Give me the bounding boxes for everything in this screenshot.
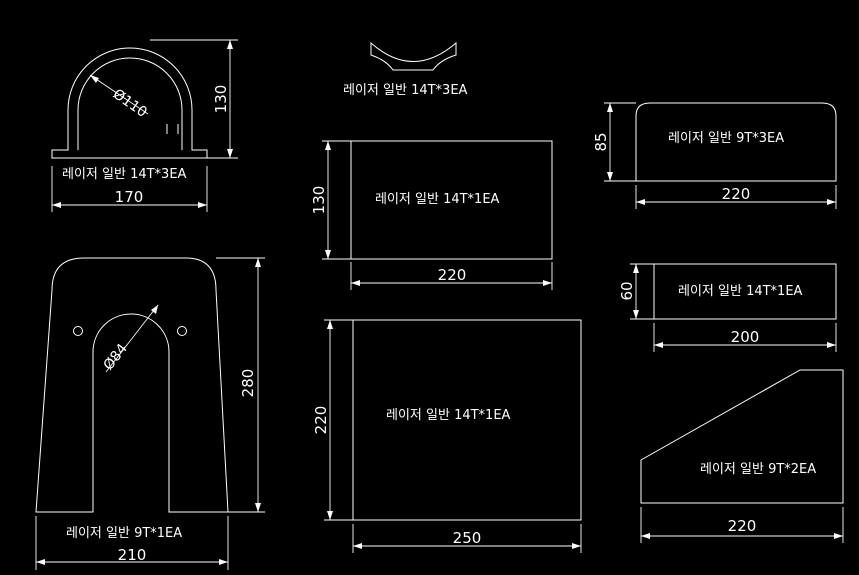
arrowhead bbox=[255, 503, 261, 512]
small-arc-label: 레이저 일반 14T*3EA bbox=[343, 83, 468, 98]
rect-250x220-label: 레이저 일반 14T*1EA bbox=[386, 408, 511, 423]
rect-220x130-label: 레이저 일반 14T*1EA bbox=[375, 192, 500, 207]
arrowhead bbox=[827, 199, 836, 205]
arrowhead bbox=[198, 202, 207, 208]
arrowhead bbox=[219, 559, 228, 565]
rect-200x60-height-label: 60 bbox=[618, 281, 636, 300]
arrowhead bbox=[572, 543, 581, 549]
arrowhead bbox=[151, 305, 158, 314]
saddle-large-hole-left bbox=[73, 326, 83, 336]
rounded-220x85-width-label: 220 bbox=[722, 185, 751, 203]
rect-250x220-height-label: 220 bbox=[312, 406, 330, 435]
arrowhead bbox=[227, 40, 233, 49]
saddle-top-inner-arc bbox=[77, 57, 183, 150]
saddle-top-diameter-leader bbox=[89, 74, 149, 115]
arrowhead bbox=[325, 250, 331, 259]
arrowhead bbox=[351, 280, 360, 286]
rect-250x220-width-label: 250 bbox=[453, 529, 482, 547]
arrowhead bbox=[636, 199, 645, 205]
rounded-220x85-height-label: 85 bbox=[592, 132, 610, 151]
saddle-large-outline bbox=[35, 257, 229, 513]
wedge-220-outline bbox=[640, 369, 844, 504]
arrowhead bbox=[327, 511, 333, 520]
arrowhead bbox=[36, 559, 45, 565]
arrowhead bbox=[834, 533, 843, 539]
saddle-large-width-label: 210 bbox=[118, 546, 147, 564]
wedge-220-width-label: 220 bbox=[728, 517, 757, 535]
part-saddle-top: Ø110 130 레이저 일반 14T*3EA 170 bbox=[51, 39, 238, 212]
arrowhead bbox=[543, 280, 552, 286]
saddle-large-hole-right bbox=[177, 326, 187, 336]
part-rect-220x130: 레이저 일반 14T*1EA 130 220 bbox=[310, 140, 553, 290]
arrowhead bbox=[633, 264, 639, 273]
arrowhead bbox=[641, 533, 650, 539]
part-saddle-large: Ø84 280 레이저 일반 9T*1EA 210 bbox=[35, 257, 265, 570]
saddle-top-width-label: 170 bbox=[115, 188, 144, 206]
arrowhead bbox=[633, 310, 639, 319]
saddle-large-label: 레이저 일반 9T*1EA bbox=[66, 526, 182, 541]
arrowhead bbox=[607, 103, 613, 112]
saddle-large-diameter-leader bbox=[105, 304, 159, 373]
rect-200x60-outline bbox=[653, 263, 837, 320]
arrowhead bbox=[227, 149, 233, 158]
arrowhead bbox=[90, 75, 99, 83]
rect-220x130-outline bbox=[350, 140, 553, 260]
rect-250x220-outline bbox=[352, 319, 582, 521]
part-rounded-220x85: 레이저 일반 9T*3EA 85 220 bbox=[592, 102, 837, 209]
arrowhead bbox=[325, 141, 331, 150]
rect-220x130-width-label: 220 bbox=[438, 266, 467, 284]
rounded-220x85-outline bbox=[635, 102, 837, 182]
saddle-large-height-label: 280 bbox=[239, 369, 257, 398]
arrowhead bbox=[255, 258, 261, 267]
arrowhead bbox=[827, 342, 836, 348]
part-small-arc: 레이저 일반 14T*3EA bbox=[343, 41, 468, 98]
rect-200x60-width-label: 200 bbox=[731, 328, 760, 346]
rect-200x60-label: 레이저 일반 14T*1EA bbox=[678, 284, 803, 299]
rect-220x130-height-label: 130 bbox=[310, 186, 328, 215]
small-arc-outline bbox=[370, 41, 457, 71]
part-rect-250x220: 레이저 일반 14T*1EA 220 250 bbox=[312, 319, 582, 553]
arrowhead bbox=[52, 202, 61, 208]
arrowhead bbox=[327, 320, 333, 329]
rounded-220x85-label: 레이저 일반 9T*3EA bbox=[668, 131, 784, 146]
saddle-top-outline bbox=[51, 47, 208, 159]
part-wedge-220: 레이저 일반 9T*2EA 220 bbox=[640, 369, 844, 543]
saddle-top-diameter-label: Ø110 bbox=[110, 86, 150, 121]
arrowhead bbox=[353, 543, 362, 549]
part-rect-200x60: 레이저 일반 14T*1EA 60 200 bbox=[618, 263, 837, 352]
arrowhead bbox=[654, 342, 663, 348]
wedge-220-label: 레이저 일반 9T*2EA bbox=[700, 462, 816, 477]
saddle-top-label: 레이저 일반 14T*3EA bbox=[62, 167, 187, 182]
saddle-top-height-label: 130 bbox=[212, 85, 230, 114]
arrowhead bbox=[607, 172, 613, 181]
